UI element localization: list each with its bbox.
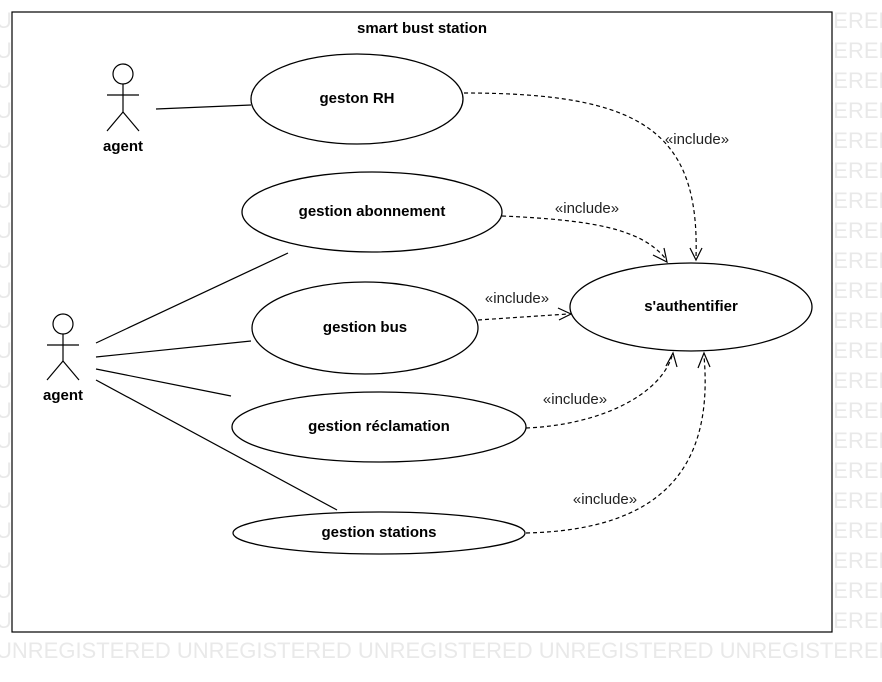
- use-case-label: gestion stations: [321, 524, 436, 541]
- actor-leg-right: [122, 111, 140, 132]
- use-case-label: gestion abonnement: [299, 203, 446, 220]
- association-agent1-rh: [155, 104, 252, 110]
- include-bus-auth: [477, 313, 569, 321]
- include-reclamation-auth: [525, 355, 673, 429]
- actor-leg-right: [62, 360, 80, 381]
- include-label-stations: «include»: [573, 491, 637, 508]
- actor-label: agent: [103, 138, 143, 155]
- include-label-reclamation: «include»: [543, 391, 607, 408]
- system-title: smart bust station: [357, 20, 487, 37]
- association-agent2-abonnement: [95, 252, 289, 344]
- use-case-label: geston RH: [320, 90, 395, 107]
- use-case-gestion-bus[interactable]: gestion bus: [251, 281, 479, 375]
- use-case-label: gestion bus: [323, 319, 407, 336]
- use-case-gestion-reclamation[interactable]: gestion réclamation: [231, 391, 527, 463]
- actor-agent-bottom[interactable]: agent: [43, 313, 83, 404]
- association-agent2-reclamation: [95, 368, 232, 397]
- actor-leg-left: [106, 111, 124, 132]
- use-case-s-authentifier[interactable]: s'authentifier: [569, 262, 813, 352]
- use-case-gestion-stations[interactable]: gestion stations: [232, 511, 526, 555]
- include-label-bus: «include»: [485, 290, 549, 307]
- use-case-label: gestion réclamation: [308, 418, 450, 435]
- use-case-geston-rh[interactable]: geston RH: [250, 53, 464, 145]
- actor-leg-left: [46, 360, 64, 381]
- include-stations-arrowhead: [697, 351, 711, 369]
- include-rh-arrowhead: [689, 247, 703, 262]
- include-rh-auth: [463, 92, 697, 259]
- include-abonnement-auth: [501, 215, 666, 259]
- include-abonnement-arrowhead: [652, 247, 668, 264]
- include-label-rh: «include»: [665, 131, 729, 148]
- association-agent2-bus: [95, 340, 252, 358]
- include-stations-auth: [525, 355, 706, 534]
- use-case-gestion-abonnement[interactable]: gestion abonnement: [241, 171, 503, 253]
- association-agent2-stations: [95, 379, 338, 511]
- use-case-label: s'authentifier: [644, 298, 738, 315]
- include-label-abonnement: «include»: [555, 200, 619, 217]
- actor-agent-top[interactable]: agent: [103, 63, 143, 155]
- actor-label: agent: [43, 387, 83, 404]
- svg-text:UNREGISTERED UNREGISTERED UNRE: UNREGISTERED UNREGISTERED UNREGISTERED U…: [0, 638, 882, 663]
- include-reclamation-arrowhead: [665, 351, 678, 368]
